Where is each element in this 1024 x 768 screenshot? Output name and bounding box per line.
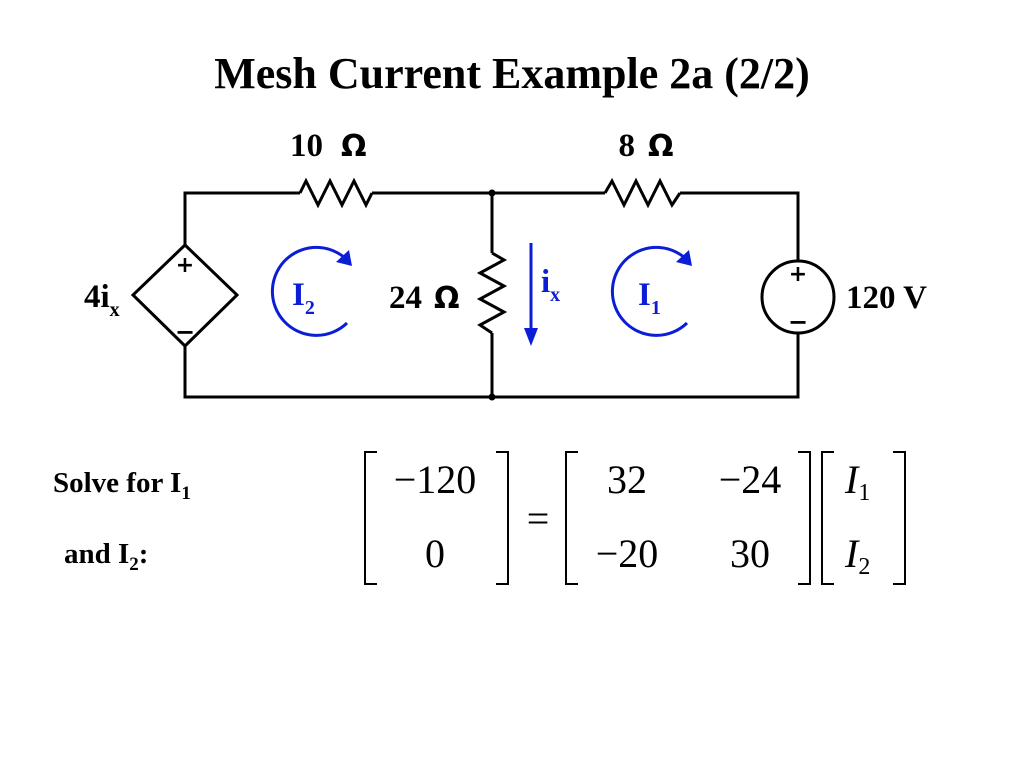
coef-r1c2: −24 bbox=[719, 457, 782, 502]
unknown-row2: I2 bbox=[844, 531, 870, 580]
resistor-24-ohm bbox=[476, 251, 508, 335]
vs-plus: + bbox=[789, 262, 807, 287]
r-top-left-value: 10 bbox=[290, 128, 323, 164]
resistor-10-ohm bbox=[298, 177, 374, 209]
r-top-left-unit: Ω bbox=[341, 129, 367, 164]
vs-minus: − bbox=[788, 308, 808, 336]
dep-source-label: 4ix bbox=[84, 279, 120, 321]
lhs-row1: −120 bbox=[394, 457, 477, 502]
resistor-8-ohm bbox=[603, 177, 682, 209]
solve-line-2: and I2: bbox=[64, 538, 149, 575]
matrix-equation: −120 0 = 32 −24 −20 30 I1 I2 bbox=[364, 451, 906, 585]
branch-current-label: ix bbox=[541, 264, 560, 306]
r-middle-value: 24 bbox=[389, 280, 422, 316]
branch-current-arrow bbox=[524, 243, 538, 346]
node-top bbox=[488, 189, 496, 197]
node-bottom bbox=[488, 393, 496, 401]
matrix-brackets bbox=[364, 451, 906, 585]
lhs-row2: 0 bbox=[425, 531, 445, 576]
voltage-source-120v bbox=[760, 259, 836, 335]
page-title: Mesh Current Example 2a (2/2) bbox=[214, 49, 810, 98]
mesh-label-i1: I1 bbox=[638, 277, 661, 319]
coef-r1c1: 32 bbox=[607, 457, 647, 502]
voltage-source-label: 120 V bbox=[846, 280, 927, 316]
solve-line-1: Solve for I1 bbox=[53, 467, 191, 504]
equals-sign: = bbox=[527, 496, 550, 541]
mesh-arrow-i1 bbox=[610, 245, 692, 337]
coef-r2c1: −20 bbox=[596, 531, 659, 576]
r-middle-unit: Ω bbox=[434, 281, 460, 316]
r-top-right-unit: Ω bbox=[648, 129, 674, 164]
r-top-right-value: 8 bbox=[619, 128, 636, 164]
dependent-voltage-source bbox=[130, 242, 240, 349]
unknown-row1: I1 bbox=[844, 457, 870, 506]
dep-source-plus: + bbox=[176, 253, 194, 278]
wires bbox=[183, 191, 800, 399]
mesh-arrow-i2 bbox=[270, 245, 352, 337]
coef-r2c2: 30 bbox=[730, 531, 770, 576]
mesh-label-i2: I2 bbox=[292, 277, 315, 319]
dep-source-minus: − bbox=[175, 318, 195, 346]
